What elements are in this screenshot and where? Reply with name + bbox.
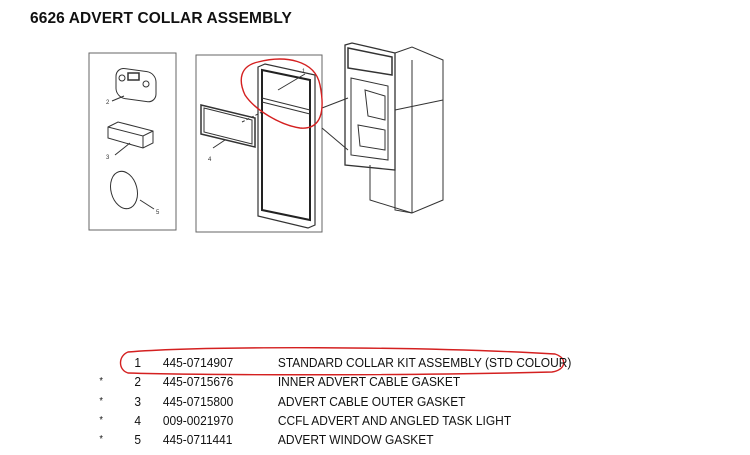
item-number: 4 bbox=[134, 413, 141, 428]
part-3-block bbox=[107, 121, 154, 156]
callout-4: 4 bbox=[208, 157, 212, 163]
parts-row: * 2 445-0715676 INNER ADVERT CABLE GASKE… bbox=[0, 372, 690, 391]
parts-row: * 3 445-0715800 ADVERT CABLE OUTER GASKE… bbox=[0, 392, 690, 411]
atm-cabinet-illustration bbox=[321, 42, 444, 214]
callout-3: 3 bbox=[106, 155, 110, 161]
parts-row: * 5 445-0711441 ADVERT WINDOW GASKET bbox=[0, 430, 690, 449]
highlight-circle-figure bbox=[240, 58, 323, 129]
callout-2: 2 bbox=[106, 100, 110, 106]
part-description: STANDARD COLLAR KIT ASSEMBLY (STD COLOUR… bbox=[277, 355, 572, 370]
part-number: 445-0711441 bbox=[162, 432, 233, 447]
row-marker: * bbox=[99, 376, 103, 387]
exploded-parts-diagram: 2 3 5 4 1 bbox=[88, 42, 444, 233]
part-description: CCFL ADVERT AND ANGLED TASK LIGHT bbox=[277, 413, 512, 428]
part-description: INNER ADVERT CABLE GASKET bbox=[277, 374, 461, 389]
parts-row: * 4 009-0021970 CCFL ADVERT AND ANGLED T… bbox=[0, 411, 690, 430]
callout-5: 5 bbox=[156, 210, 160, 216]
part-1-collar bbox=[257, 63, 316, 229]
item-number: 1 bbox=[134, 355, 141, 370]
row-marker: * bbox=[99, 415, 103, 426]
item-number: 2 bbox=[134, 374, 141, 389]
part-number: 445-0714907 bbox=[162, 355, 234, 370]
row-marker: * bbox=[99, 396, 103, 407]
callout-1: 1 bbox=[302, 69, 306, 75]
page-title: 6626 ADVERT COLLAR ASSEMBLY bbox=[30, 10, 292, 27]
part-description: ADVERT CABLE OUTER GASKET bbox=[277, 394, 466, 409]
part-4-window bbox=[200, 104, 263, 149]
item-number: 3 bbox=[134, 394, 141, 409]
part-number: 445-0715800 bbox=[162, 394, 234, 409]
small-parts-panel bbox=[88, 52, 177, 231]
parts-row: 1 445-0714907 STANDARD COLLAR KIT ASSEMB… bbox=[0, 353, 690, 372]
part-2-gasket bbox=[111, 67, 157, 103]
part-number: 445-0715676 bbox=[162, 374, 234, 389]
part-description: ADVERT WINDOW GASKET bbox=[277, 432, 434, 447]
part-5-ring bbox=[110, 170, 155, 210]
row-marker: * bbox=[99, 434, 103, 445]
item-number: 5 bbox=[134, 432, 141, 447]
part-number: 009-0021970 bbox=[162, 413, 234, 428]
collar-panel bbox=[195, 54, 323, 233]
